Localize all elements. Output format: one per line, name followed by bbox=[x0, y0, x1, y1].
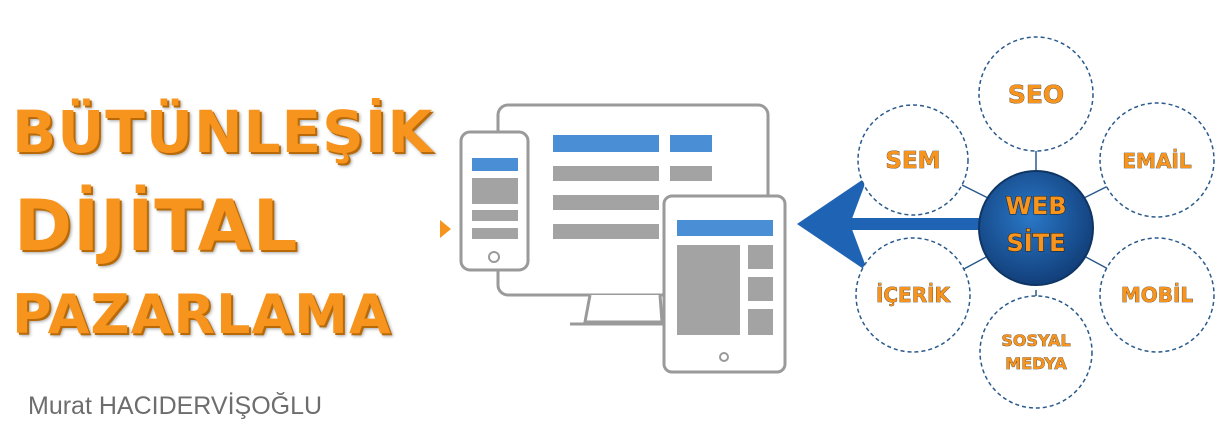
title-line-2: DİJİTAL bbox=[14, 185, 299, 267]
node-seo-label: SEO bbox=[1008, 80, 1064, 109]
dashed-circles bbox=[855, 36, 1215, 409]
node-sosyal-medya-circle bbox=[979, 295, 1093, 409]
big-left-arrow-icon bbox=[797, 176, 1000, 272]
node-sem-circle bbox=[857, 104, 969, 216]
node-email-label: EMAİL bbox=[1122, 149, 1191, 173]
tablet-icon bbox=[662, 194, 787, 374]
node-mobil-label: MOBİL bbox=[1121, 283, 1194, 307]
node-icerik-circle bbox=[855, 237, 971, 353]
node-icerik-label: İÇERİK bbox=[876, 283, 952, 307]
title-line-1: BÜTÜNLEŞİK bbox=[12, 98, 434, 166]
node-sosyal-label-line1: SOSYAL bbox=[1001, 331, 1070, 350]
node-sem-label: SEM bbox=[885, 148, 940, 174]
web-site-hub: WEB SİTE bbox=[978, 170, 1094, 286]
hub-label-line1: WEB bbox=[1005, 192, 1066, 220]
orange-pointer-icon bbox=[440, 220, 451, 238]
title-line-3: PAZARLAMA bbox=[12, 283, 392, 346]
node-sosyal-label-line2: MEDYA bbox=[1005, 354, 1067, 373]
node-email-circle bbox=[1099, 102, 1215, 218]
node-seo-circle bbox=[978, 36, 1094, 152]
devices-illustration bbox=[459, 103, 787, 374]
node-mobil-circle bbox=[1099, 237, 1215, 353]
monitor-screen-header bbox=[553, 135, 659, 152]
hub-label-line2: SİTE bbox=[1007, 228, 1066, 257]
author-name: Murat HACIDERVİŞOĞLU bbox=[28, 392, 323, 420]
phone-icon bbox=[459, 130, 530, 272]
